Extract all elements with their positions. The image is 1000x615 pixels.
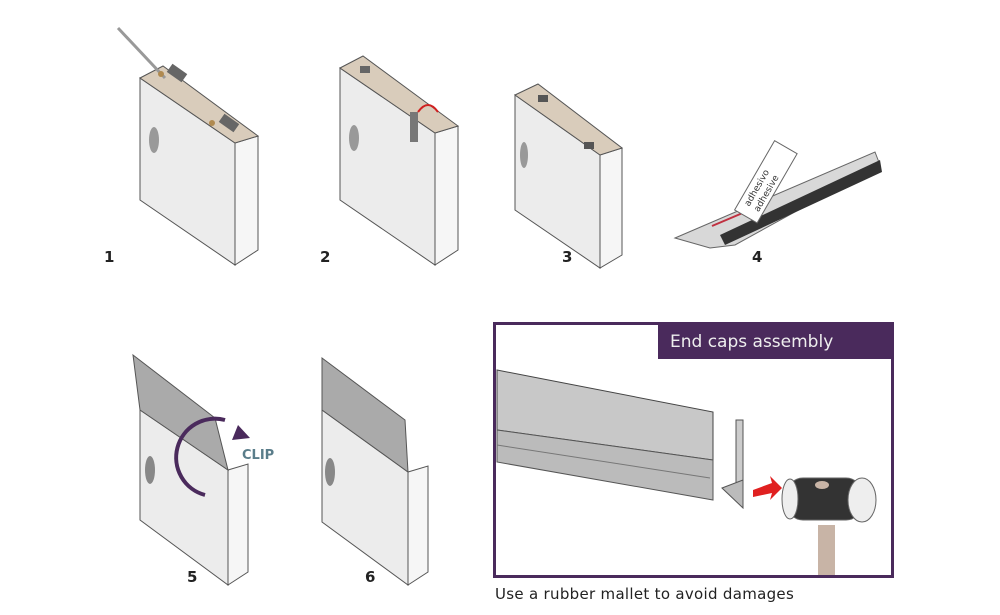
step-number-4: 4 — [752, 248, 763, 266]
panel-step-2 — [339, 55, 460, 266]
panel-step-1 — [116, 26, 260, 266]
clip-label: CLIP — [242, 448, 275, 463]
end-caps-illustration — [496, 369, 877, 575]
step-number-5: 5 — [187, 568, 198, 586]
step-number-1: 1 — [104, 248, 115, 266]
end-caps-title: End caps assembly — [658, 325, 891, 359]
direction-arrow-icon — [753, 476, 782, 500]
panel-step-3 — [514, 83, 624, 269]
step-number-3: 3 — [562, 248, 573, 266]
end-caps-caption: Use a rubber mallet to avoid damages — [495, 585, 795, 603]
step-number-6: 6 — [365, 568, 376, 586]
end-caps-box: End caps assembly — [493, 322, 894, 578]
profile-step-4: adhesivo adhesive — [673, 140, 882, 249]
panel-step-6 — [321, 357, 429, 586]
step-number-2: 2 — [320, 248, 331, 266]
panel-step-5 — [132, 353, 250, 586]
